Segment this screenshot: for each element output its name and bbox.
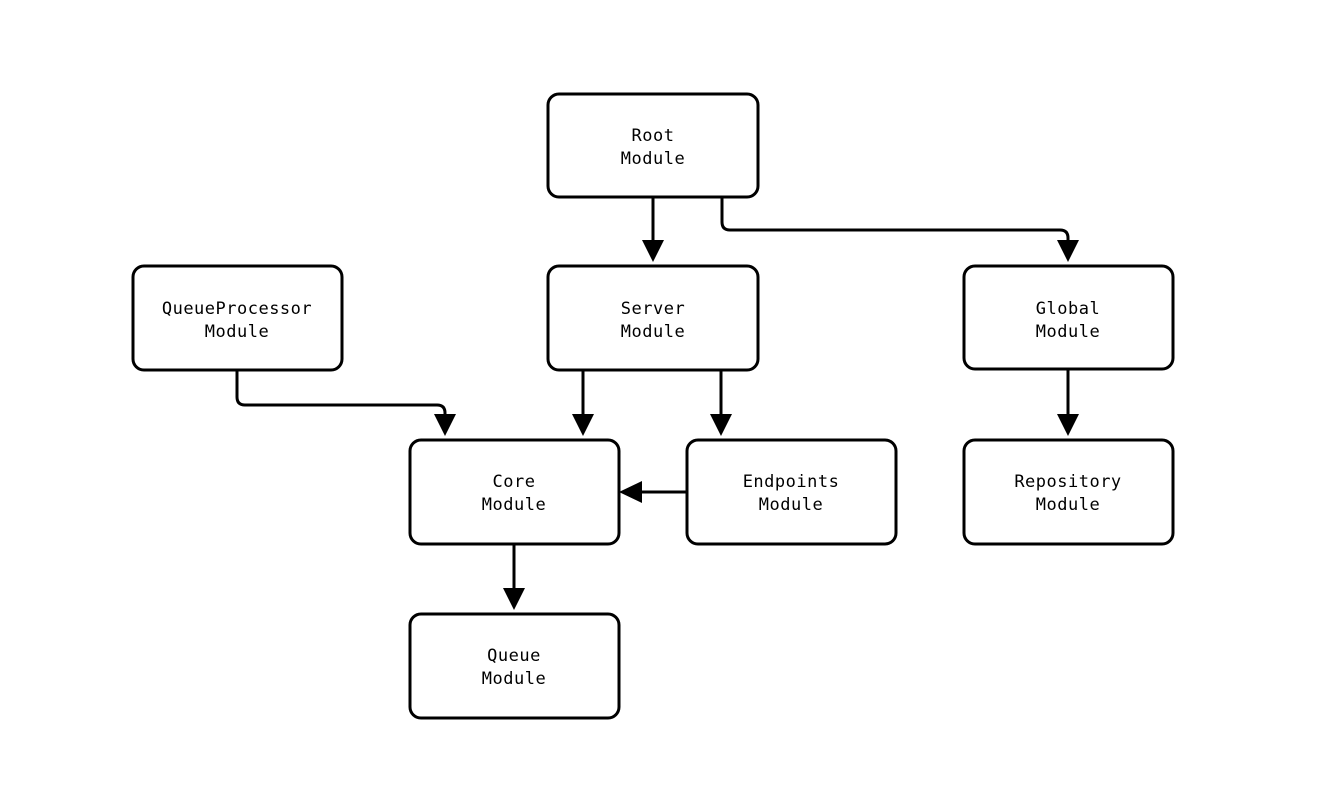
node-core-module[interactable]: Core Module xyxy=(408,438,621,546)
edge-server-to-core xyxy=(572,370,594,436)
node-core-module-label-line1: Core xyxy=(493,472,536,492)
arrowhead-endpoints-core xyxy=(619,481,642,503)
node-repository-module-label-line1: Repository xyxy=(1014,472,1121,492)
node-server-module-label-line1: Server xyxy=(621,299,685,319)
node-global-module-label-line1: Global xyxy=(1036,299,1100,319)
node-repository-module-box[interactable] xyxy=(962,438,1175,546)
arrowhead-global-repository xyxy=(1057,414,1079,436)
node-server-module[interactable]: Server Module xyxy=(546,264,760,372)
node-queue-module-box[interactable] xyxy=(408,612,621,720)
node-global-module[interactable]: Global Module xyxy=(962,264,1175,371)
edge-root-to-global xyxy=(720,197,1079,262)
arrowhead-root-global xyxy=(1057,240,1079,262)
node-queue-module[interactable]: Queue Module xyxy=(408,612,621,720)
node-queue-module-label-line1: Queue xyxy=(487,646,541,666)
node-root-module[interactable]: Root Module xyxy=(546,92,760,199)
node-endpoints-module-label-line1: Endpoints xyxy=(743,472,840,492)
arrowhead-server-core xyxy=(572,414,594,436)
arrowhead-server-endpoints xyxy=(710,414,732,436)
edge-endpoints-to-core xyxy=(619,481,687,503)
node-server-module-box[interactable] xyxy=(546,264,760,372)
node-repository-module-label-line2: Module xyxy=(1036,495,1100,515)
node-root-module-label-line1: Root xyxy=(632,126,675,146)
edge-server-to-endpoints xyxy=(710,370,732,436)
arrowhead-root-server xyxy=(642,240,664,262)
node-queueprocessor-module-label-line1: QueueProcessor xyxy=(162,299,312,319)
arrowhead-core-queue xyxy=(503,588,525,610)
node-root-module-box[interactable] xyxy=(546,92,760,199)
edge-root-to-server xyxy=(642,197,664,262)
node-core-module-box[interactable] xyxy=(408,438,621,546)
arrowhead-queueprocessor-core xyxy=(434,414,456,436)
node-global-module-box[interactable] xyxy=(962,264,1175,371)
node-repository-module[interactable]: Repository Module xyxy=(962,438,1175,546)
node-queueprocessor-module[interactable]: QueueProcessor Module xyxy=(131,264,344,372)
node-endpoints-module-box[interactable] xyxy=(685,438,898,546)
node-server-module-label-line2: Module xyxy=(621,322,685,342)
edge-global-to-repository xyxy=(1057,369,1079,436)
node-endpoints-module-label-line2: Module xyxy=(759,495,823,515)
node-queueprocessor-module-label-line2: Module xyxy=(205,322,269,342)
edge-core-to-queue xyxy=(503,544,525,610)
node-queue-module-label-line2: Module xyxy=(482,669,546,689)
node-core-module-label-line2: Module xyxy=(482,495,546,515)
node-root-module-label-line2: Module xyxy=(621,149,685,169)
node-endpoints-module[interactable]: Endpoints Module xyxy=(685,438,898,546)
node-queueprocessor-module-box[interactable] xyxy=(131,264,344,372)
edge-queueprocessor-to-core xyxy=(235,370,456,436)
node-global-module-label-line2: Module xyxy=(1036,322,1100,342)
